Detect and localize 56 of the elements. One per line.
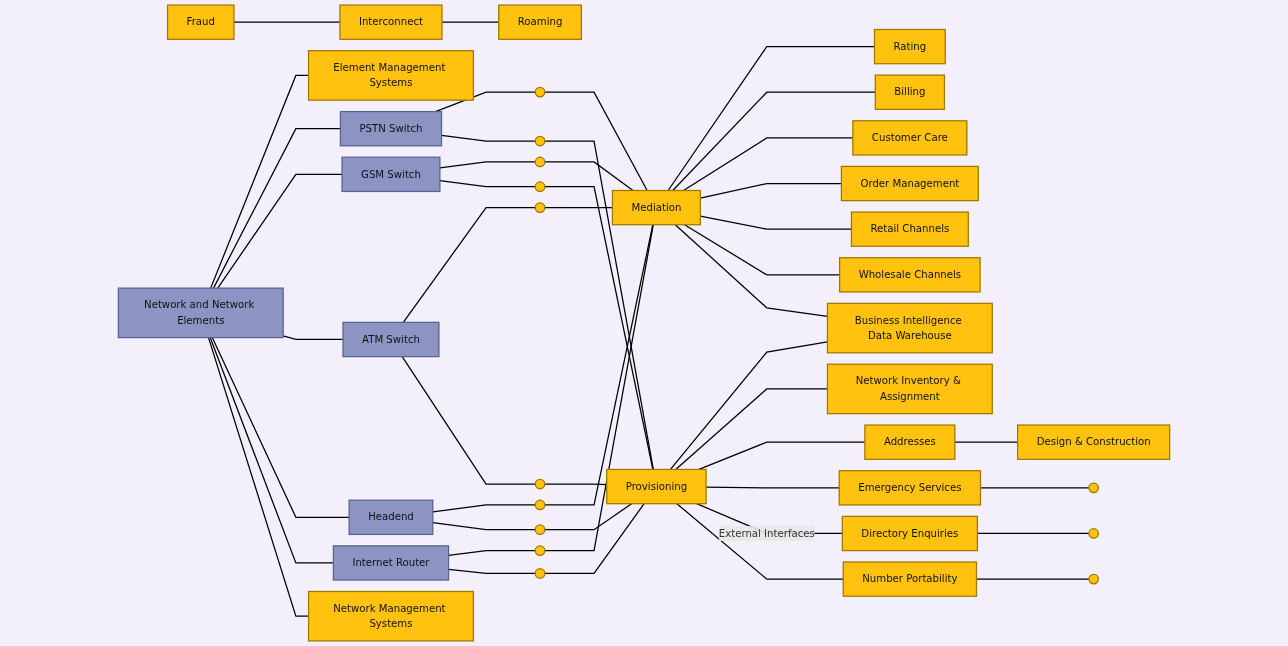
node-circle — [534, 545, 546, 556]
node-box: Customer Care — [852, 120, 968, 156]
connector — [401, 355, 536, 485]
node-box: Wholesale Channels — [839, 257, 981, 293]
node-circle — [534, 202, 546, 213]
node-circle — [534, 181, 546, 193]
connector — [672, 91, 876, 192]
node-box: Rating — [873, 28, 946, 65]
connector — [282, 335, 344, 341]
node-circle — [534, 156, 546, 168]
connector — [439, 180, 536, 188]
node-box: Network Management Systems — [307, 590, 474, 642]
connector — [402, 207, 536, 323]
node-circle — [1088, 528, 1100, 539]
node-box: Headend — [348, 499, 434, 536]
node-box: Number Portability — [842, 561, 978, 597]
node-box: Design & Construction — [1017, 424, 1171, 460]
connector — [544, 503, 645, 575]
node-box: GSM Switch — [341, 156, 441, 193]
node-circle — [534, 499, 546, 511]
node-box: ATM Switch — [342, 321, 440, 358]
node-box: Billing — [874, 74, 946, 110]
edge-label: External Interfaces — [718, 527, 815, 540]
node-box: Internet Router — [332, 545, 450, 581]
node-box: Mediation — [611, 189, 701, 226]
node-circle — [1088, 573, 1100, 585]
node-circle — [534, 86, 546, 98]
connector — [544, 91, 648, 192]
connector — [432, 504, 536, 513]
node-box: Element Management Systems — [307, 50, 474, 101]
node-circle — [534, 524, 546, 536]
node-box: Order Management — [840, 165, 979, 202]
connector — [667, 45, 876, 192]
node-box: Provisioning — [606, 468, 707, 505]
node-box: Emergency Services — [838, 470, 982, 506]
connector — [544, 503, 633, 531]
connector — [212, 128, 342, 289]
node-box: Business Intelligence Data Warehouse — [826, 302, 993, 354]
node-box: Network Inventory & Assignment — [826, 363, 993, 415]
node-box: Addresses — [864, 424, 956, 460]
node-circle — [534, 135, 546, 147]
node-circle — [1088, 482, 1100, 494]
connector — [544, 161, 634, 192]
node-box: Fraud — [166, 4, 235, 40]
connector — [211, 336, 350, 518]
node-circle — [534, 478, 546, 490]
node-box: Network and Network Elements — [117, 287, 284, 339]
node-circle — [534, 568, 546, 579]
node-box: Retail Channels — [850, 211, 969, 247]
node-box: Directory Enquiries — [841, 515, 979, 552]
node-box: Interconnect — [339, 4, 443, 40]
connector — [432, 522, 536, 531]
connector — [217, 173, 343, 289]
connector — [439, 161, 536, 169]
node-box: Roaming — [498, 4, 582, 40]
node-box: PSTN Switch — [339, 110, 443, 147]
